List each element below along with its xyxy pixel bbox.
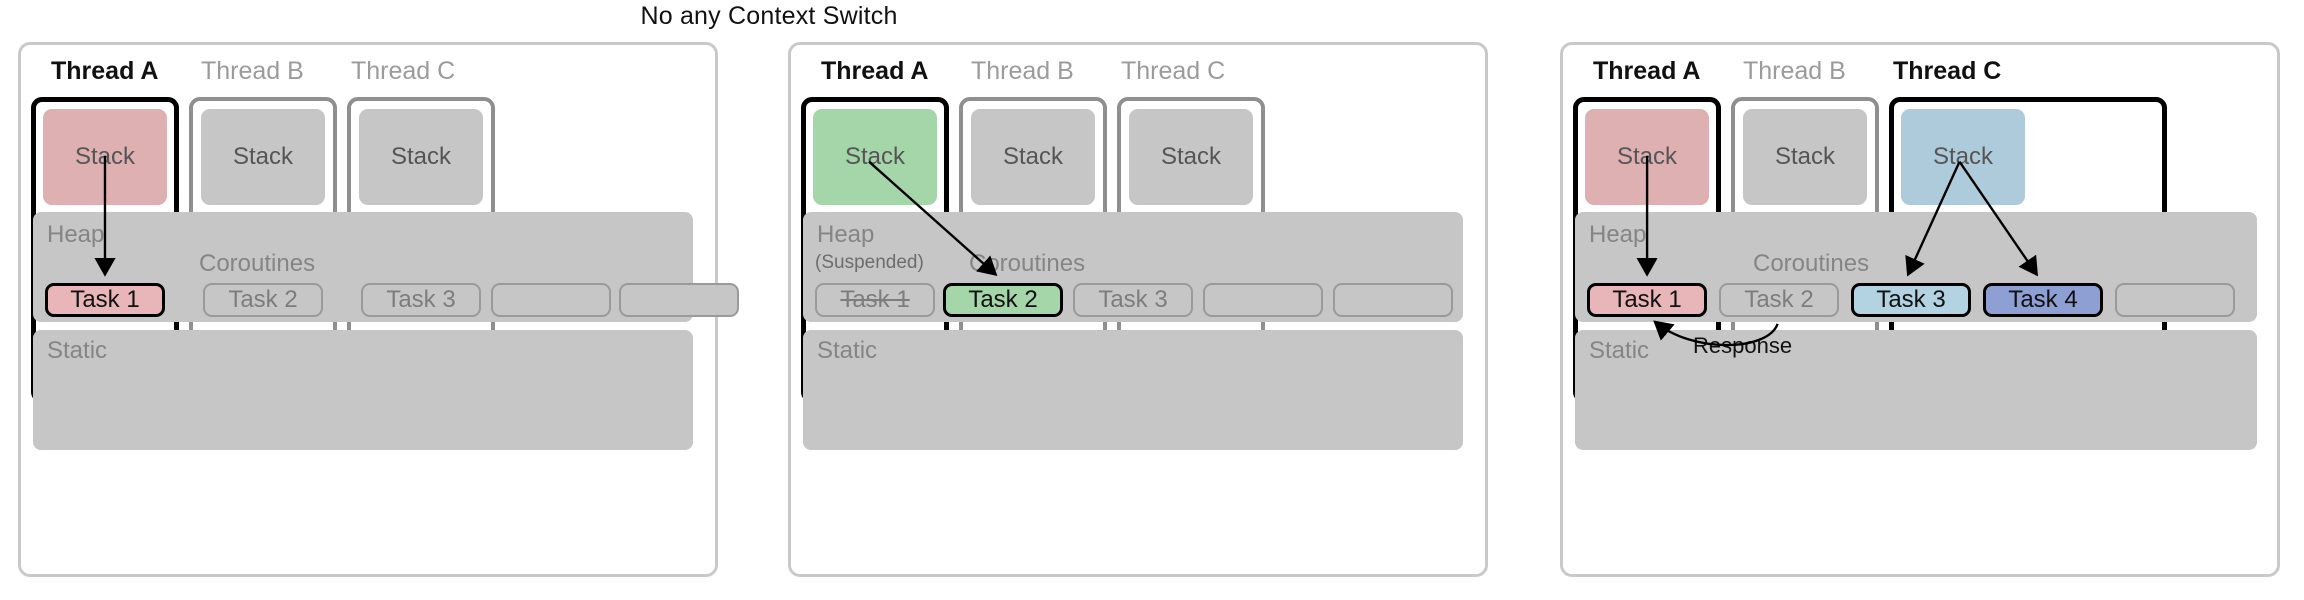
- task-chip-1[interactable]: Task 1: [1587, 283, 1707, 317]
- thread-label-c: Thread C: [351, 57, 456, 85]
- task-chip-2[interactable]: Task 2: [943, 283, 1063, 317]
- static-region: [33, 330, 693, 450]
- thread-label-b: Thread B: [1743, 57, 1846, 85]
- task-chip-4[interactable]: [491, 283, 611, 317]
- static-label: Static: [817, 337, 878, 364]
- coroutines-label: Coroutines: [1753, 250, 1870, 277]
- thread-headers: Thread A Thread B Thread C: [39, 57, 705, 91]
- task-chip-5[interactable]: [2115, 283, 2235, 317]
- thread-headers: Thread A Thread B Thread C: [1581, 57, 2267, 91]
- static-region: [1575, 330, 2257, 450]
- task-chip-4[interactable]: [1203, 283, 1323, 317]
- stack-box-thread-c: Stack: [359, 109, 483, 205]
- task-chip-5[interactable]: [1333, 283, 1453, 317]
- task-chip-2[interactable]: Task 2: [1719, 283, 1839, 317]
- thread-headers: Thread A Thread B Thread C: [809, 57, 1475, 91]
- coroutines-label: Coroutines: [969, 250, 1086, 277]
- heap-label: Heap: [817, 221, 875, 248]
- coroutines-label: Coroutines: [199, 250, 316, 277]
- static-label: Static: [47, 337, 108, 364]
- task-chip-2[interactable]: Task 2: [203, 283, 323, 317]
- suspended-note: (Suspended): [815, 252, 924, 273]
- thread-label-a: Thread A: [821, 57, 929, 85]
- static-label: Static: [1589, 337, 1650, 364]
- heap-label: Heap: [47, 221, 105, 248]
- static-region: [803, 330, 1463, 450]
- stack-box-thread-c: Stack: [1129, 109, 1253, 205]
- task-chip-1[interactable]: Task 1: [815, 283, 935, 317]
- task-chip-3[interactable]: Task 3: [361, 283, 481, 317]
- stack-box-thread-a: Stack: [1585, 109, 1709, 205]
- panel-no-switch-step1: Thread A Thread B Thread C Stack Stack S…: [18, 42, 739, 577]
- stack-box-thread-c: Stack: [1901, 109, 2025, 205]
- panel-no-switch-step2: Thread A Thread B Thread C Stack Stack S…: [788, 42, 1488, 577]
- stack-box-thread-a: Stack: [43, 109, 167, 205]
- thread-label-b: Thread B: [971, 57, 1074, 85]
- panel-no-switch-step3: Thread A Thread B Thread C Stack Stack S…: [1560, 42, 2280, 577]
- task-chip-3[interactable]: Task 3: [1851, 283, 1971, 317]
- thread-label-c: Thread C: [1893, 57, 2002, 85]
- task-chip-3[interactable]: Task 3: [1073, 283, 1193, 317]
- task-chip-4[interactable]: Task 4: [1983, 283, 2103, 317]
- task-chip-5[interactable]: [619, 283, 739, 317]
- stack-box-thread-b: Stack: [201, 109, 325, 205]
- stack-box-thread-b: Stack: [1743, 109, 1867, 205]
- stack-box-thread-b: Stack: [971, 109, 1095, 205]
- thread-label-a: Thread A: [1593, 57, 1701, 85]
- stack-box-thread-a: Stack: [813, 109, 937, 205]
- task-chip-1[interactable]: Task 1: [45, 283, 165, 317]
- thread-label-b: Thread B: [201, 57, 304, 85]
- thread-label-c: Thread C: [1121, 57, 1226, 85]
- page-title: No any Context Switch: [640, 2, 898, 30]
- response-label: Response: [1693, 333, 1793, 358]
- heap-label: Heap: [1589, 221, 1647, 248]
- thread-label-a: Thread A: [51, 57, 159, 85]
